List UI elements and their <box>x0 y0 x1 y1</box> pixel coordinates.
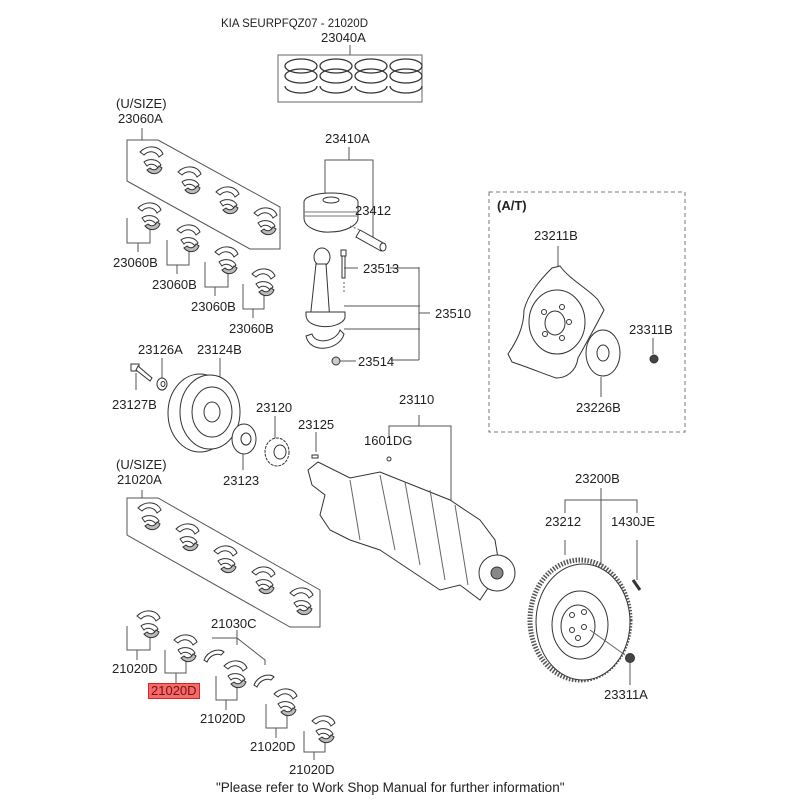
at-group-box <box>488 191 686 433</box>
label-23125[interactable]: 23125 <box>298 417 335 432</box>
conrod-bearing-set-23060A[interactable] <box>126 128 281 250</box>
crank-sprocket[interactable] <box>264 416 290 467</box>
label-23040A[interactable]: 23040A <box>321 30 366 45</box>
footer-note: "Please refer to Work Shop Manual for fu… <box>216 780 565 795</box>
label-23127B[interactable]: 23127B <box>112 397 157 412</box>
label-23212[interactable]: 23212 <box>545 514 582 529</box>
label-21020D-highlighted[interactable]: 21020D <box>148 683 200 699</box>
label-23311A[interactable]: 23311A <box>604 687 648 702</box>
label-23123[interactable]: 23123 <box>223 473 260 488</box>
label-23200B[interactable]: 23200B <box>575 471 620 486</box>
crank-seal[interactable] <box>231 423 257 470</box>
label-21020D[interactable]: 21020D <box>289 762 335 777</box>
damper-pulley[interactable] <box>167 358 241 453</box>
conrod-bolt[interactable] <box>340 249 419 292</box>
label-23412[interactable]: 23412 <box>355 203 392 218</box>
main-bearing-21020D[interactable] <box>126 610 336 760</box>
conrod-nut[interactable] <box>331 356 419 366</box>
adapter-plate[interactable] <box>585 329 621 397</box>
piston-ring-set[interactable] <box>277 45 423 103</box>
label-21030C[interactable]: 21030C <box>211 616 257 631</box>
drive-plate-bolt[interactable] <box>649 338 659 364</box>
label-23410A[interactable]: 23410A <box>325 131 370 146</box>
drive-plate[interactable] <box>507 246 605 379</box>
label-23060A[interactable]: 23060A <box>118 111 163 126</box>
pulley-washer[interactable] <box>156 358 168 391</box>
piston-pin[interactable] <box>349 225 387 252</box>
label-usize-2: (U/SIZE) <box>116 457 167 472</box>
label-23226B[interactable]: 23226B <box>576 400 621 415</box>
diagram-title: KIA SEURPFQZ07 - 21020D <box>221 18 369 30</box>
label-23060B[interactable]: 23060B <box>113 255 158 270</box>
label-23060B[interactable]: 23060B <box>191 299 236 314</box>
label-1430JE[interactable]: 1430JE <box>611 514 656 529</box>
label-21020A[interactable]: 21020A <box>117 472 162 487</box>
flywheel-bolt[interactable] <box>589 629 635 685</box>
label-23211B[interactable]: 23211B <box>534 228 578 243</box>
damper-pulley-bolt[interactable] <box>130 363 153 390</box>
label-23311B[interactable]: 23311B <box>629 322 673 337</box>
crankshaft[interactable] <box>307 415 516 601</box>
label-23060B[interactable]: 23060B <box>152 277 197 292</box>
label-1601DG[interactable]: 1601DG <box>364 433 413 448</box>
label-23514[interactable]: 23514 <box>358 354 395 369</box>
label-23060B[interactable]: 23060B <box>229 321 274 336</box>
label-21020D[interactable]: 21020D <box>250 739 296 754</box>
label-23126A[interactable]: 23126A <box>138 342 183 357</box>
label-23124B[interactable]: 23124B <box>197 342 242 357</box>
label-23110[interactable]: 23110 <box>399 392 435 407</box>
label-usize-1: (U/SIZE) <box>116 96 167 111</box>
dowel-pin[interactable] <box>631 540 642 591</box>
flywheel[interactable] <box>527 488 638 683</box>
thrust-washer[interactable] <box>203 630 275 688</box>
label-23120[interactable]: 23120 <box>256 400 293 415</box>
label-23510[interactable]: 23510 <box>435 306 472 321</box>
connecting-rod[interactable] <box>305 247 430 360</box>
label-21020D[interactable]: 21020D <box>200 711 246 726</box>
conrod-bearing-23060B[interactable] <box>126 202 276 318</box>
label-21020D[interactable]: 21020D <box>112 661 158 676</box>
label-at-group: (A/T) <box>497 198 527 213</box>
piston[interactable] <box>303 147 374 237</box>
woodruff-key[interactable] <box>311 432 319 459</box>
main-bearing-set-21020A[interactable] <box>126 490 321 628</box>
label-23513[interactable]: 23513 <box>363 261 400 276</box>
